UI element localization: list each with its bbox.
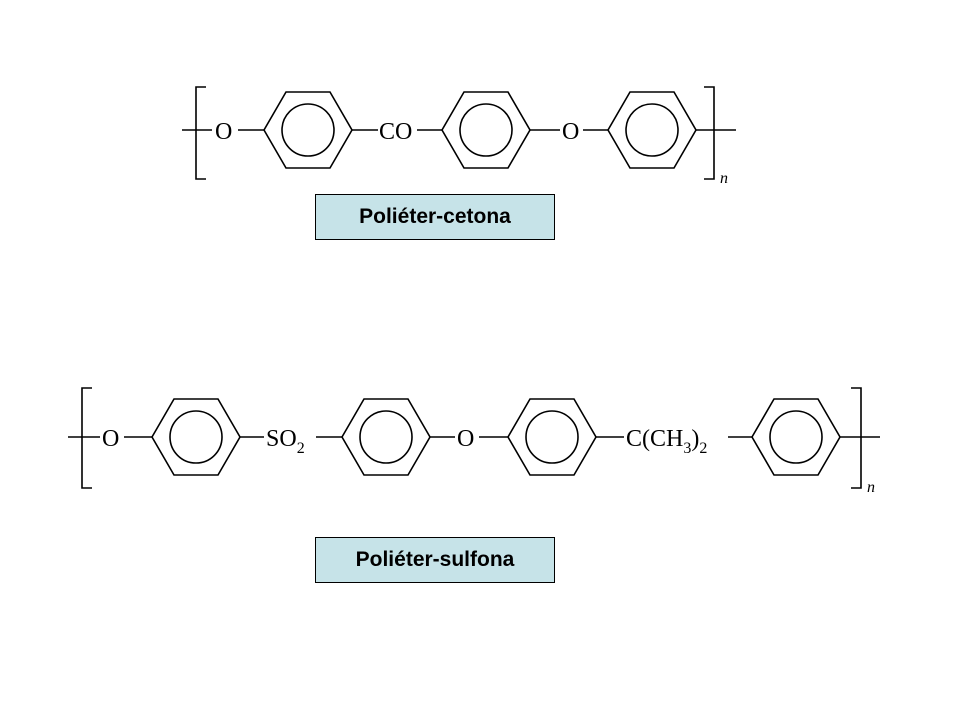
sulfonyl-label: SO2 [266,426,305,457]
benzene-ring [341,398,431,476]
polyether-ketone-label: Poliéter-cetona [315,194,555,240]
left-bracket [195,86,206,180]
carbonyl-label: CO [379,119,412,145]
repeat-subscript: n [720,170,728,187]
benzene-ring [507,398,597,476]
left-bracket [81,387,92,489]
repeat-subscript: n [867,479,875,496]
oxygen-label: O [102,426,119,452]
benzene-ring [607,91,697,169]
right-bracket [704,86,715,180]
right-bracket [851,387,862,489]
benzene-ring [751,398,841,476]
oxygen-label: O [215,119,232,145]
benzene-ring [151,398,241,476]
oxygen-label: O [562,119,579,145]
isopropylidene-label: C(CH3)2 [626,426,707,457]
polyether-sulfone-structure: O SO2 O C(CH3)2 n [68,387,880,496]
benzene-ring [441,91,531,169]
oxygen-label: O [457,426,474,452]
polyether-sulfone-label: Poliéter-sulfona [315,537,555,583]
polyether-ketone-structure: O CO O n [182,86,736,187]
benzene-ring [263,91,353,169]
